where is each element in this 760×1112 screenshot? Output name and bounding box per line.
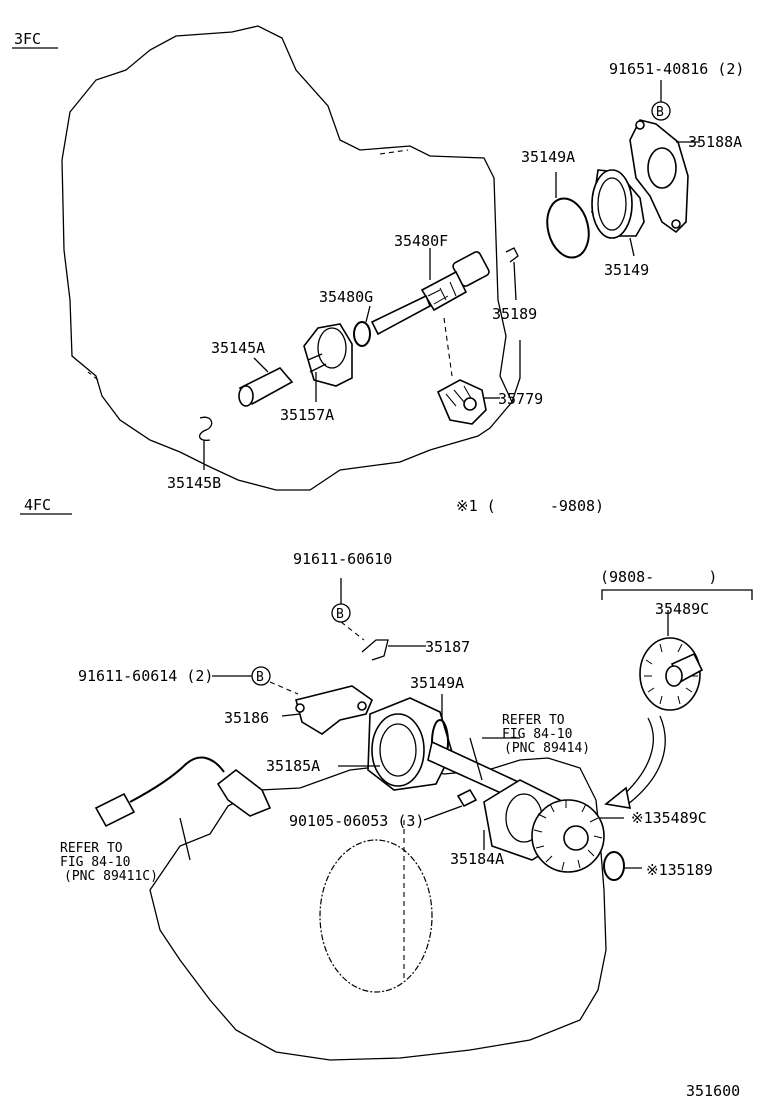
label-35480f: 35480F bbox=[394, 232, 448, 250]
transmission-housing-inner-top bbox=[87, 149, 409, 381]
label-35149a-top: 35149A bbox=[521, 148, 575, 166]
label-35187: 35187 bbox=[425, 638, 470, 656]
gear-135489c-center bbox=[563, 825, 589, 851]
speed-sensor-wire bbox=[129, 756, 225, 803]
diagram-number: 351600 bbox=[686, 1082, 740, 1100]
replacement-arrowhead bbox=[604, 786, 632, 809]
alignment-line-gear bbox=[443, 317, 453, 377]
dash-91611-60610 bbox=[340, 621, 365, 641]
label-35189: 35189 bbox=[492, 305, 537, 323]
label-35779: 35779 bbox=[498, 390, 543, 408]
leader-35480g bbox=[365, 305, 371, 323]
section-3fc-label: 3FC bbox=[14, 30, 41, 48]
label-35145b: 35145B bbox=[167, 474, 221, 492]
replacement-arrow-outer bbox=[619, 717, 654, 799]
refer-89414-line3: (PNC 89414) bbox=[504, 741, 590, 756]
driven-gear-shaft bbox=[370, 294, 432, 336]
label-35489c: 35489C bbox=[655, 600, 709, 618]
leader-35186 bbox=[281, 713, 301, 717]
leader-35149 bbox=[629, 237, 635, 257]
label-91611-60610: 91611-60610 bbox=[293, 550, 392, 568]
bolt-marker-91611-60614-letter: B bbox=[256, 670, 264, 685]
drive-gear-35779 bbox=[436, 379, 487, 425]
bracket-bolt-hole-2 bbox=[357, 701, 367, 711]
bolt-marker-91611-60614 bbox=[251, 666, 271, 686]
refer-89411c-line3: (PNC 89411C) bbox=[64, 869, 158, 884]
bracket-35186 bbox=[295, 685, 373, 735]
leader-refer-89411c bbox=[179, 817, 191, 861]
label-35188a: 35188A bbox=[688, 133, 742, 151]
label-35157a: 35157A bbox=[280, 406, 334, 424]
label-91611-60614: 91611-60614 (2) bbox=[78, 667, 213, 685]
housing-recess-bottom bbox=[319, 839, 433, 993]
drive-gear-hub bbox=[463, 397, 477, 411]
label-35149: 35149 bbox=[604, 261, 649, 279]
section-4fc-label: 4FC bbox=[24, 496, 51, 514]
bolt-marker-top-letter: B bbox=[656, 105, 664, 120]
label-35145a: 35145A bbox=[211, 339, 265, 357]
sleeve-35149-bore bbox=[597, 177, 627, 231]
transmission-housing-outline-top bbox=[61, 25, 513, 491]
gear-housing-ribs bbox=[307, 353, 327, 373]
period-box-label: (9808- ) bbox=[600, 568, 717, 586]
retainer-plate-bolt-hole-2 bbox=[671, 219, 681, 229]
gear-135489c-teeth bbox=[533, 800, 603, 871]
leader-35145a bbox=[253, 357, 269, 373]
clip-35189 bbox=[505, 247, 519, 263]
refer-89414-line2: FIG 84-10 bbox=[502, 727, 572, 742]
gear-35489c-hub bbox=[665, 665, 683, 687]
clip-35187 bbox=[361, 639, 389, 661]
sleeve-35145a-end bbox=[238, 385, 254, 407]
label-35185a: 35185A bbox=[266, 757, 320, 775]
alignment-line-35779 bbox=[511, 340, 521, 403]
bracket-bolt-hole bbox=[295, 703, 305, 713]
bolt-marker-91611-60610-letter: B bbox=[336, 607, 344, 622]
bolt-90105-1 bbox=[456, 788, 478, 808]
label-91651-40816: 91651-40816 (2) bbox=[609, 60, 744, 78]
o-ring-35149a-top bbox=[546, 197, 590, 259]
retainer-plate-hole bbox=[647, 147, 677, 189]
dash-91611-60614 bbox=[269, 681, 299, 695]
sleeve-35185a-bore bbox=[379, 723, 417, 777]
speed-sensor-body bbox=[216, 768, 272, 817]
label-90105-06053: 90105-06053 (3) bbox=[289, 812, 424, 830]
driven-gear-teeth-detail bbox=[427, 281, 457, 305]
replacement-arrow-inner bbox=[627, 715, 666, 805]
period-note: ※1 ( -9808) bbox=[456, 497, 604, 515]
label-35186: 35186 bbox=[224, 709, 269, 727]
speed-sensor-connector bbox=[94, 792, 136, 828]
label-35184a: 35184A bbox=[450, 850, 504, 868]
o-ring-35480g bbox=[353, 321, 371, 347]
refer-89411c-line1: REFER TO bbox=[60, 841, 123, 856]
refer-89411c-line2: FIG 84-10 bbox=[60, 855, 130, 870]
gear-housing-35157a bbox=[303, 323, 353, 387]
leader-refer-89414 bbox=[469, 737, 483, 781]
label-135489c: ※135489C bbox=[631, 809, 707, 827]
retainer-plate-bolt-hole-1 bbox=[635, 120, 645, 130]
label-35480g: 35480G bbox=[319, 288, 373, 306]
clip-135189 bbox=[603, 851, 625, 881]
refer-89414-line1: REFER TO bbox=[502, 713, 565, 728]
driven-gear-teeth bbox=[420, 270, 468, 312]
label-135189: ※135189 bbox=[646, 861, 713, 879]
gear-housing-bore bbox=[317, 327, 347, 369]
label-35149a-bottom: 35149A bbox=[410, 674, 464, 692]
leader-90105 bbox=[423, 805, 463, 821]
spring-35145b bbox=[199, 416, 213, 441]
leader-35189 bbox=[513, 261, 517, 301]
period-box-bracket bbox=[601, 589, 753, 600]
